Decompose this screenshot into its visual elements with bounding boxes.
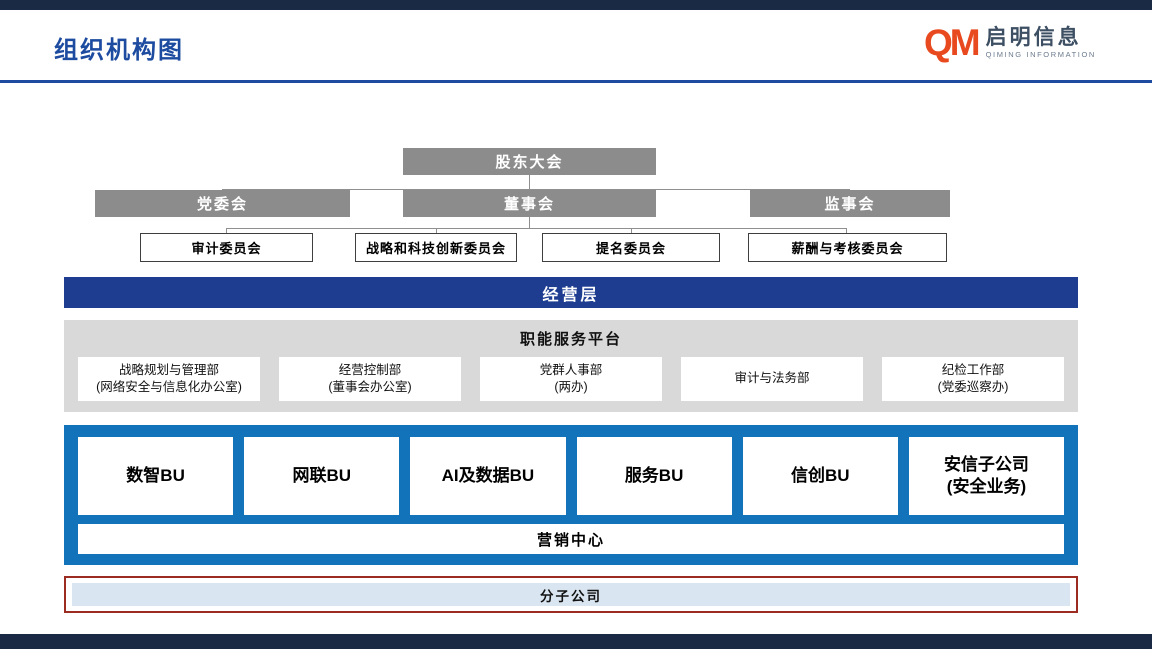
dept-line2: (董事会办公室): [328, 380, 412, 394]
connector-line: [222, 189, 850, 190]
box-anxin-subsidiary: 安信子公司 (安全业务): [908, 437, 1065, 515]
dept-line2: (两办): [554, 380, 588, 394]
box-board-of-directors: 董事会: [403, 190, 656, 217]
bu-line2: (安全业务): [946, 477, 1027, 496]
box-bu-network-connect: 网联BU: [244, 437, 400, 515]
logo-text: 启明信息 QIMING INFORMATION: [986, 26, 1096, 59]
box-audit-committee: 审计委员会: [140, 233, 313, 262]
bu-line1: 服务BU: [624, 465, 684, 485]
box-dept-operation-control: 经营控制部 (董事会办公室): [279, 357, 461, 401]
company-logo: QM 启明信息 QIMING INFORMATION: [924, 24, 1096, 61]
connector-line: [436, 228, 437, 234]
bu-line1: 信创BU: [790, 465, 850, 485]
dept-line2: (网络安全与信息化办公室): [96, 380, 242, 394]
box-bu-ai-data: AI及数据BU: [410, 437, 566, 515]
bottom-accent-bar: [0, 634, 1152, 649]
bar-marketing-center: 营销中心: [78, 524, 1064, 554]
dept-line1: 党群人事部: [539, 362, 603, 377]
box-bu-service: 服务BU: [576, 437, 732, 515]
box-dept-audit-legal: 审计与法务部: [681, 357, 863, 401]
bar-management-layer: 经营层: [64, 277, 1078, 308]
top-accent-bar: [0, 0, 1152, 10]
connector-line: [226, 228, 227, 234]
connector-line: [529, 217, 530, 229]
logo-company-subtitle: QIMING INFORMATION: [985, 50, 1096, 60]
panel-business-units: 数智BU 网联BU AI及数据BU 服务BU 信创BU 安信子公司 (安全: [64, 425, 1078, 565]
bu-line1: 数智BU: [126, 465, 185, 485]
box-bu-xinchuang: 信创BU: [742, 437, 898, 515]
box-strategy-tech-innovation-committee: 战略和科技创新委员会: [355, 233, 517, 262]
connector-line: [226, 228, 847, 229]
page-title: 组织机构图: [54, 37, 184, 64]
platform-title: 职能服务平台: [519, 331, 622, 348]
logo-mark-icon: QM: [924, 22, 981, 63]
dept-line1: 审计与法务部: [734, 371, 810, 386]
logo-company-name: 启明信息: [985, 25, 1082, 49]
box-dept-party-hr: 党群人事部 (两办): [480, 357, 662, 401]
panel-subsidiaries: 分子公司: [64, 576, 1078, 613]
department-row: 战略规划与管理部 (网络安全与信息化办公室) 经营控制部 (董事会办公室) 党群…: [64, 349, 1078, 401]
box-supervisory-board: 监事会: [750, 190, 950, 217]
dept-line2: (党委巡察办): [937, 380, 1009, 394]
header-divider: [0, 80, 1152, 83]
bu-line1: 安信子公司: [943, 454, 1029, 474]
bu-line1: AI及数据BU: [441, 465, 535, 485]
connector-line: [846, 228, 847, 234]
box-dept-strategy-planning: 战略规划与管理部 (网络安全与信息化办公室): [78, 357, 260, 401]
dept-line1: 经营控制部: [338, 362, 402, 377]
box-remuneration-assessment-committee: 薪酬与考核委员会: [748, 233, 947, 262]
dept-line1: 纪检工作部: [941, 362, 1005, 377]
bar-subsidiaries: 分子公司: [72, 583, 1070, 606]
box-shareholders-meeting: 股东大会: [403, 148, 656, 175]
box-party-committee: 党委会: [95, 190, 350, 217]
box-nomination-committee: 提名委员会: [542, 233, 720, 262]
business-unit-row: 数智BU 网联BU AI及数据BU 服务BU 信创BU 安信子公司 (安全: [64, 425, 1078, 515]
box-dept-discipline-inspection: 纪检工作部 (党委巡察办): [882, 357, 1064, 401]
box-bu-digital-intelligence: 数智BU: [78, 437, 234, 515]
bu-line1: 网联BU: [292, 465, 352, 485]
dept-line1: 战略规划与管理部: [118, 362, 219, 377]
connector-line: [529, 175, 530, 190]
connector-line: [631, 228, 632, 234]
panel-functional-service-platform: 职能服务平台 战略规划与管理部 (网络安全与信息化办公室) 经营控制部 (董事会…: [64, 320, 1078, 412]
